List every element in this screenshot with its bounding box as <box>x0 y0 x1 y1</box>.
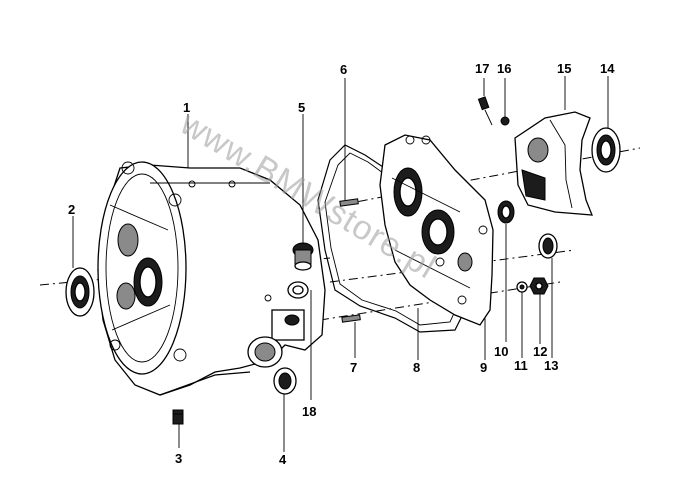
callout-2: 2 <box>68 202 75 217</box>
callout-8: 8 <box>413 360 420 375</box>
gearbox-housing <box>97 161 326 396</box>
bolt-bottom <box>172 409 184 425</box>
dowel-pin-upper <box>339 198 359 207</box>
rear-cover-shield <box>514 111 593 216</box>
shaft-seal-large <box>591 127 621 173</box>
leader-lines <box>72 76 609 452</box>
callout-13: 13 <box>544 358 558 373</box>
housing-cover <box>379 134 494 326</box>
axis-line-upper <box>339 147 641 206</box>
seal-ring-bottom <box>273 367 297 395</box>
callout-7: 7 <box>350 360 357 375</box>
callout-18: 18 <box>302 404 316 419</box>
callout-14: 14 <box>600 61 615 76</box>
callout-15: 15 <box>557 61 571 76</box>
callout-11: 11 <box>514 358 528 373</box>
screw-top <box>477 96 493 126</box>
callout-3: 3 <box>175 451 182 466</box>
breather-plug <box>292 242 314 271</box>
washer-small <box>516 281 528 293</box>
axis-line-lower <box>329 249 576 283</box>
callout-16: 16 <box>497 61 511 76</box>
nut-small <box>529 277 549 295</box>
dowel-pin-lower <box>341 314 361 323</box>
spring-washer <box>500 116 510 126</box>
callout-9: 9 <box>480 360 487 375</box>
callout-4: 4 <box>279 452 287 467</box>
needle-bearing <box>497 200 515 224</box>
callout-1: 1 <box>183 100 190 115</box>
callout-12: 12 <box>533 344 547 359</box>
callout-6: 6 <box>340 62 347 77</box>
shaft-seal-left <box>65 267 95 317</box>
shaft-seal-right <box>538 233 558 259</box>
sealing-washer <box>287 281 309 299</box>
callout-17: 17 <box>475 61 489 76</box>
callout-5: 5 <box>298 100 305 115</box>
callout-10: 10 <box>494 344 508 359</box>
